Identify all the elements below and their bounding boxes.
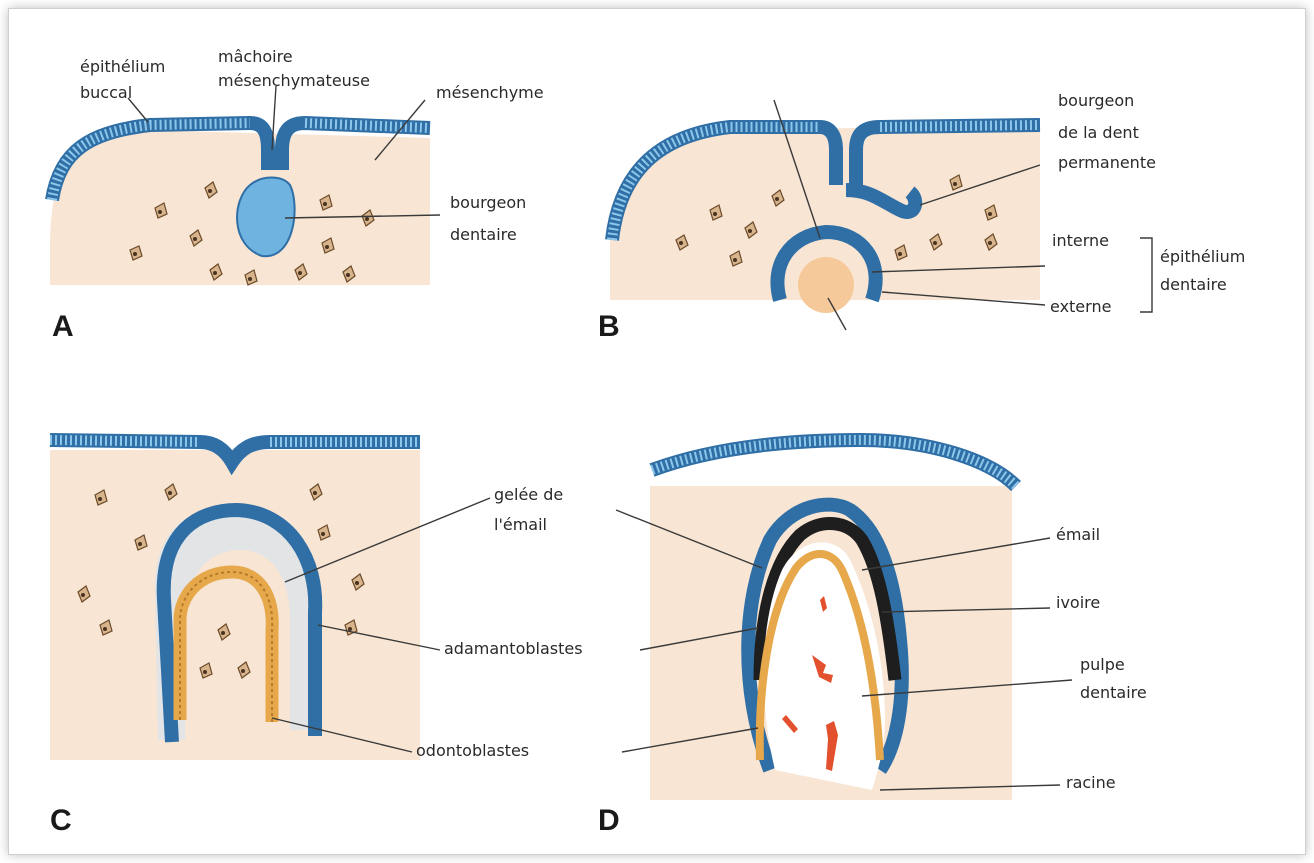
- label-perm-3: permanente: [1058, 153, 1156, 172]
- label-perm-1: bourgeon: [1058, 91, 1134, 110]
- panel-d-oral-epithelium: [652, 440, 1016, 486]
- label-gelee-1: gelée de: [494, 485, 563, 504]
- panel-c-letter: C: [50, 804, 72, 837]
- label-pulpe-1: pulpe: [1080, 655, 1125, 674]
- label-perm-2: de la dent: [1058, 123, 1139, 142]
- panel-d-letter: D: [598, 804, 620, 837]
- label-gelee-2: l'émail: [494, 515, 547, 534]
- label-mesenchyme: mésenchyme: [436, 83, 544, 102]
- panel-a-tooth-bud: [237, 178, 295, 257]
- label-externe: externe: [1050, 297, 1111, 316]
- panel-b: bourgeon de la dent permanente interne e…: [598, 91, 1245, 343]
- label-epithelium-buccal-2: buccal: [80, 83, 132, 102]
- label-adamantoblastes: adamantoblastes: [444, 639, 583, 658]
- label-odontoblastes: odontoblastes: [416, 741, 529, 760]
- label-email: émail: [1056, 525, 1100, 544]
- panel-c: gelée de l'émail adamantoblastes odontob…: [50, 440, 583, 837]
- label-interne: interne: [1052, 231, 1109, 250]
- label-bourgeon-2: dentaire: [450, 225, 517, 244]
- panel-b-dental-papilla: [798, 257, 854, 313]
- bracket-epithelium-dentaire: [1140, 238, 1152, 312]
- label-machoire-1: mâchoire: [218, 47, 293, 66]
- label-epith-dent-1: épithélium: [1160, 247, 1245, 266]
- label-pulpe-2: dentaire: [1080, 683, 1147, 702]
- label-epith-dent-2: dentaire: [1160, 275, 1227, 294]
- label-machoire-2: mésenchymateuse: [218, 71, 370, 90]
- label-racine: racine: [1066, 773, 1116, 792]
- label-ivoire: ivoire: [1056, 593, 1100, 612]
- label-epithelium-buccal-1: épithélium: [80, 57, 165, 76]
- panel-d: émail ivoire pulpe dentaire racine D: [598, 440, 1147, 837]
- label-bourgeon-1: bourgeon: [450, 193, 526, 212]
- panel-b-letter: B: [598, 310, 620, 343]
- panel-a-letter: A: [52, 310, 74, 343]
- panel-a: épithélium buccal mâchoire mésenchymateu…: [50, 47, 544, 343]
